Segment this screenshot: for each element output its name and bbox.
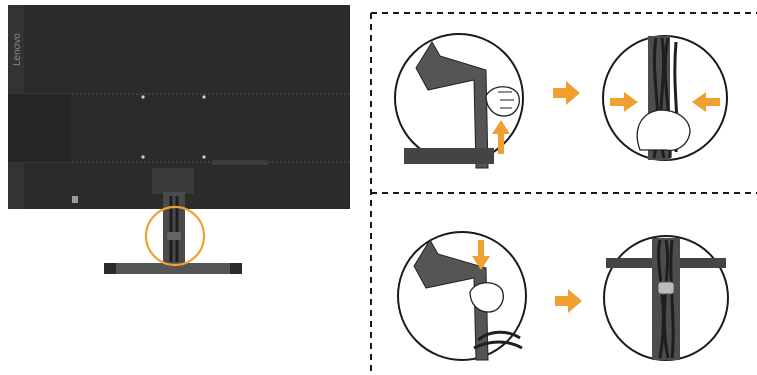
- detail-gather-cables: [603, 36, 727, 160]
- hand-icon: [637, 110, 690, 150]
- right-arrow-icon: [553, 81, 580, 105]
- stand-foot-left: [104, 263, 116, 274]
- stand-base-detail: [404, 148, 494, 164]
- right-arrow-icon: [555, 289, 582, 313]
- step-1-row: [395, 34, 727, 168]
- stand-neck: [163, 192, 185, 264]
- rear-recessed-panel: [8, 94, 70, 162]
- vesa-hole: [202, 155, 205, 158]
- monitor-rear-view: Lenovo: [8, 5, 350, 274]
- brand-logo: Lenovo: [12, 33, 23, 66]
- detail-cables-routed: [604, 236, 728, 360]
- stand-foot-right: [230, 263, 242, 274]
- stand-hinge: [152, 168, 194, 194]
- vesa-hole: [141, 95, 144, 98]
- port-panel: [212, 160, 267, 165]
- cable-clip: [167, 232, 181, 240]
- detail-circle: [398, 232, 526, 360]
- vesa-hole: [141, 155, 144, 158]
- vesa-hole: [202, 95, 205, 98]
- detail-attach-clip: [398, 232, 526, 360]
- step-2-row: [398, 232, 728, 360]
- cable-clip: [658, 282, 674, 294]
- detail-remove-clip: [395, 34, 523, 168]
- power-port: [72, 196, 78, 203]
